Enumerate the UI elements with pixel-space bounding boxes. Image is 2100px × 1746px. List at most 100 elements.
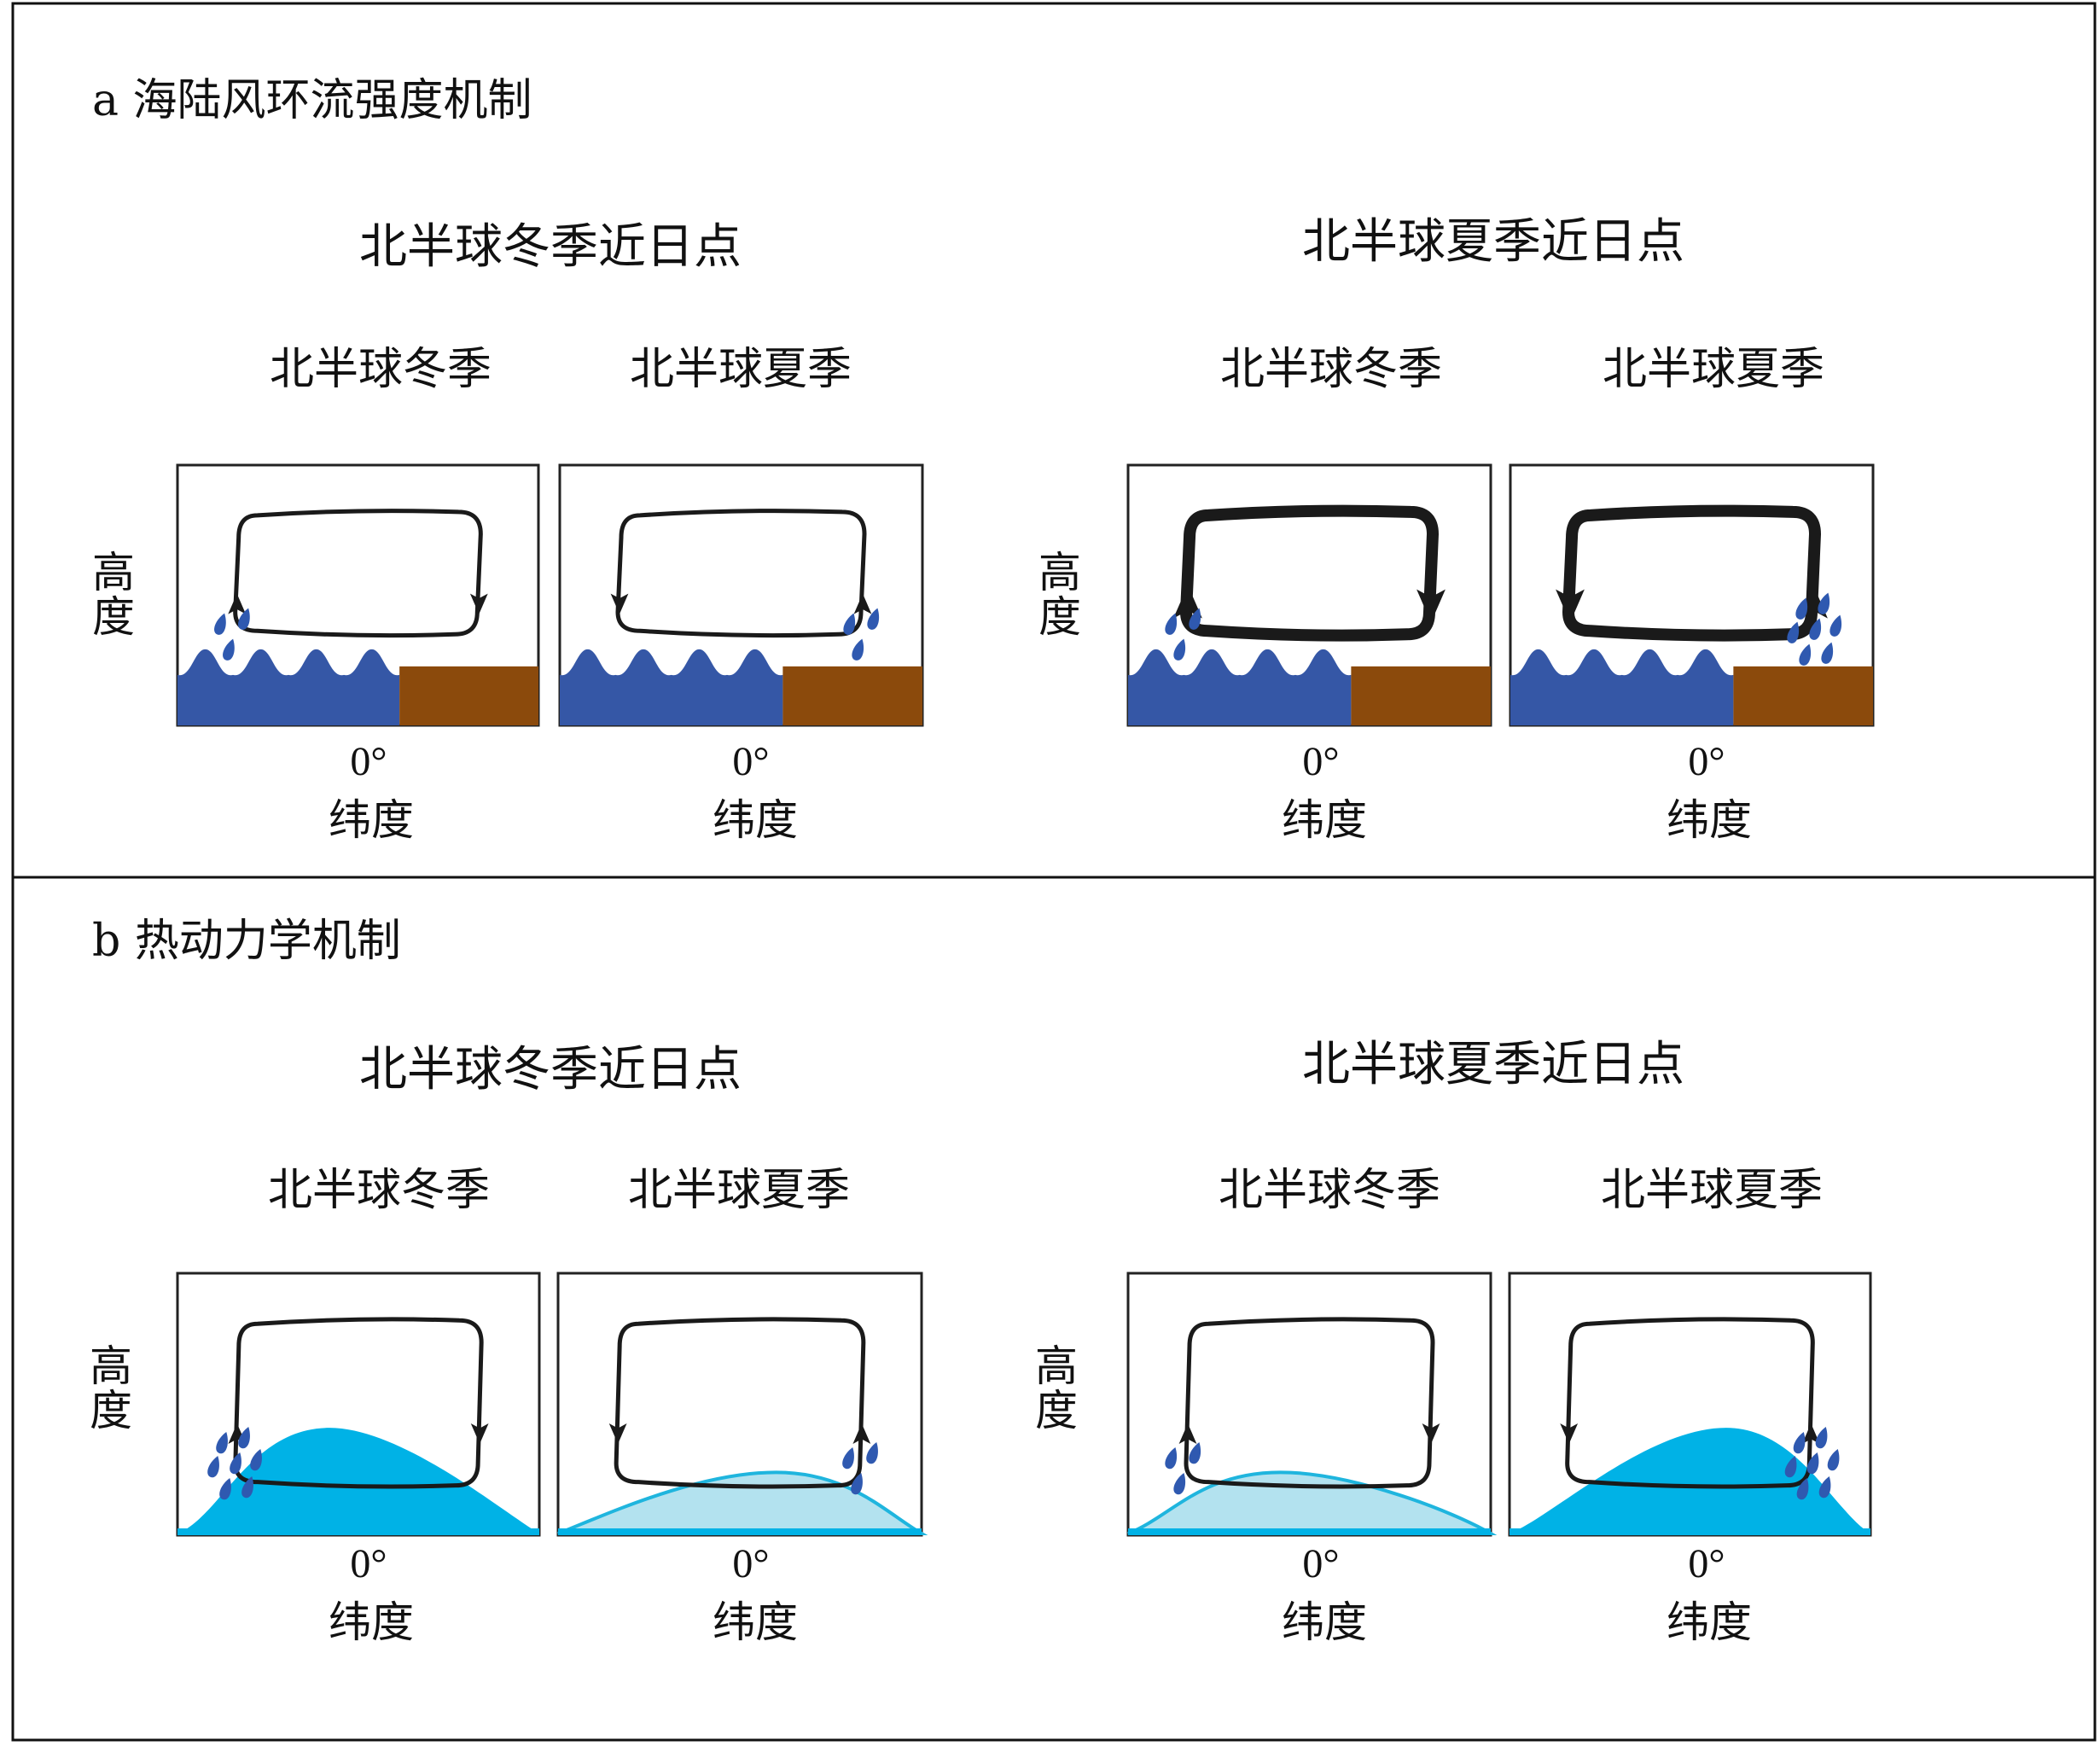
row-b-panel-1-x-tick: 0° — [350, 1541, 387, 1586]
row-b-panel-2-x-tick: 0° — [732, 1541, 769, 1586]
row-a-panel-2-x-label: 纬度 — [713, 795, 798, 845]
rain-drop — [1827, 1449, 1840, 1471]
ocean-surface — [560, 649, 783, 725]
y-label-char: 度 — [92, 592, 135, 642]
rain-drop — [1821, 642, 1834, 664]
row-a-panel-4 — [1509, 463, 1875, 727]
row-a-panel-1 — [176, 463, 540, 727]
row-b-panel-2-season: 北半球夏季 — [628, 1165, 850, 1216]
ocean-surface — [1510, 649, 1734, 725]
moisture-hump-high — [1510, 1428, 1870, 1534]
row-b-panel-1-season: 北半球冬季 — [268, 1165, 490, 1216]
rain-drop — [1830, 614, 1842, 637]
row-a-panel-3-x-tick: 0° — [1302, 739, 1339, 784]
row-b-panel-2-x-label: 纬度 — [713, 1598, 798, 1647]
rain-drop — [223, 638, 235, 661]
row-b-y-label-right: 高度 — [1035, 1342, 1078, 1435]
row-a-panel-3-season: 北半球冬季 — [1220, 344, 1442, 395]
rain-drop — [1173, 638, 1186, 661]
rain-drop — [238, 1427, 250, 1449]
rain-drop — [1795, 597, 1808, 620]
land-block — [1733, 666, 1873, 725]
rain-drop — [1806, 1452, 1819, 1475]
moisture-hump-high — [177, 1428, 539, 1534]
row-b-panel-3-x-tick: 0° — [1302, 1541, 1339, 1586]
rain-drop — [1818, 592, 1830, 614]
rain-drop — [241, 1476, 253, 1499]
ocean-surface — [177, 649, 400, 725]
land-block — [782, 666, 922, 725]
moisture-base — [1510, 1528, 1870, 1535]
row-a-panel-4-season: 北半球夏季 — [1603, 344, 1824, 395]
rain-drop — [843, 613, 856, 635]
circulation-loop — [1180, 504, 1439, 642]
rain-drop — [1165, 613, 1178, 635]
row-b-panel-4 — [1508, 1272, 1872, 1537]
rain-drop — [230, 1452, 241, 1475]
moisture-hump-low — [1127, 1470, 1498, 1535]
row-a-panel-4-x-tick: 0° — [1688, 739, 1725, 784]
rain-drop — [1189, 1442, 1201, 1464]
arrow-down-icon — [610, 593, 629, 614]
row-a-group-1-title: 北半球冬季近日点 — [359, 219, 742, 275]
rain-drop — [219, 1478, 231, 1500]
circulation-loop — [614, 1317, 866, 1489]
row-b-panel-4-x-tick: 0° — [1688, 1541, 1725, 1586]
circulation-loop — [1565, 1317, 1815, 1489]
row-b-panel-3-x-label: 纬度 — [1282, 1598, 1367, 1647]
circulation-loop — [233, 509, 483, 638]
y-label-char: 高 — [1035, 1342, 1078, 1391]
row-a-panel-2-season: 北半球夏季 — [630, 344, 852, 395]
arrow-down-icon — [469, 593, 488, 614]
row-a-panel-1-season: 北半球冬季 — [270, 344, 492, 395]
row-a-panel-3-x-label: 纬度 — [1282, 795, 1367, 845]
row-a-panel-3 — [1126, 463, 1492, 727]
rain-drop — [1793, 1432, 1806, 1454]
rain-drop — [216, 1432, 228, 1454]
rain-drop — [1815, 1427, 1828, 1449]
rain-drop — [1787, 621, 1800, 643]
rain-drop — [1173, 1473, 1186, 1495]
arrow-up-icon — [852, 1423, 871, 1444]
row-a-group-2-title: 北半球夏季近日点 — [1302, 214, 1684, 270]
row-b-group-2-title: 北半球夏季近日点 — [1302, 1037, 1684, 1092]
land-block — [1351, 666, 1491, 725]
arrow-down-icon — [470, 1423, 489, 1444]
arrow-up-icon — [1178, 1423, 1197, 1444]
arrow-up-icon — [853, 593, 872, 614]
row-a-panel-2 — [558, 463, 924, 727]
rain-drop — [842, 1447, 854, 1470]
y-label-char: 度 — [1038, 592, 1081, 642]
row-a-panel-1-x-label: 纬度 — [329, 795, 414, 845]
rain-drop — [1165, 1447, 1178, 1470]
row-b-panel-4-season: 北半球夏季 — [1601, 1165, 1823, 1216]
arrow-down-icon — [1416, 589, 1446, 623]
arrow-up-icon — [1173, 585, 1202, 619]
circulation-loop — [1184, 1317, 1435, 1489]
arrow-up-icon — [228, 593, 247, 614]
rain-drop — [1809, 618, 1822, 640]
moisture-base — [558, 1528, 922, 1535]
rain-drop — [207, 1456, 219, 1478]
row-b-title: b 热动力学机制 — [92, 916, 401, 967]
rain-drop — [238, 608, 250, 630]
row-a-panel-2-x-tick: 0° — [732, 739, 769, 784]
row-a-y-label-left: 高度 — [92, 548, 135, 642]
row-b-panel-3 — [1126, 1272, 1498, 1537]
arrow-down-icon — [608, 1423, 627, 1444]
arrow-down-icon — [1560, 1423, 1579, 1444]
moisture-base — [177, 1528, 539, 1535]
y-label-char: 度 — [90, 1386, 132, 1435]
rain-drop — [866, 1442, 878, 1464]
row-b-panel-2 — [556, 1272, 928, 1537]
row-a-panel-1-x-tick: 0° — [350, 739, 387, 784]
y-label-char: 高 — [92, 548, 135, 597]
outer-frame — [11, 2, 2097, 1742]
row-b-panel-1 — [176, 1272, 541, 1537]
arrow-down-icon — [1556, 589, 1585, 623]
rain-drop — [867, 608, 880, 630]
row-a-title: a 海陆风环流强度机制 — [92, 75, 532, 126]
row-b-group-1-title: 北半球冬季近日点 — [359, 1042, 742, 1097]
moisture-base — [1128, 1528, 1491, 1535]
row-b-y-label-left: 高度 — [90, 1342, 132, 1435]
